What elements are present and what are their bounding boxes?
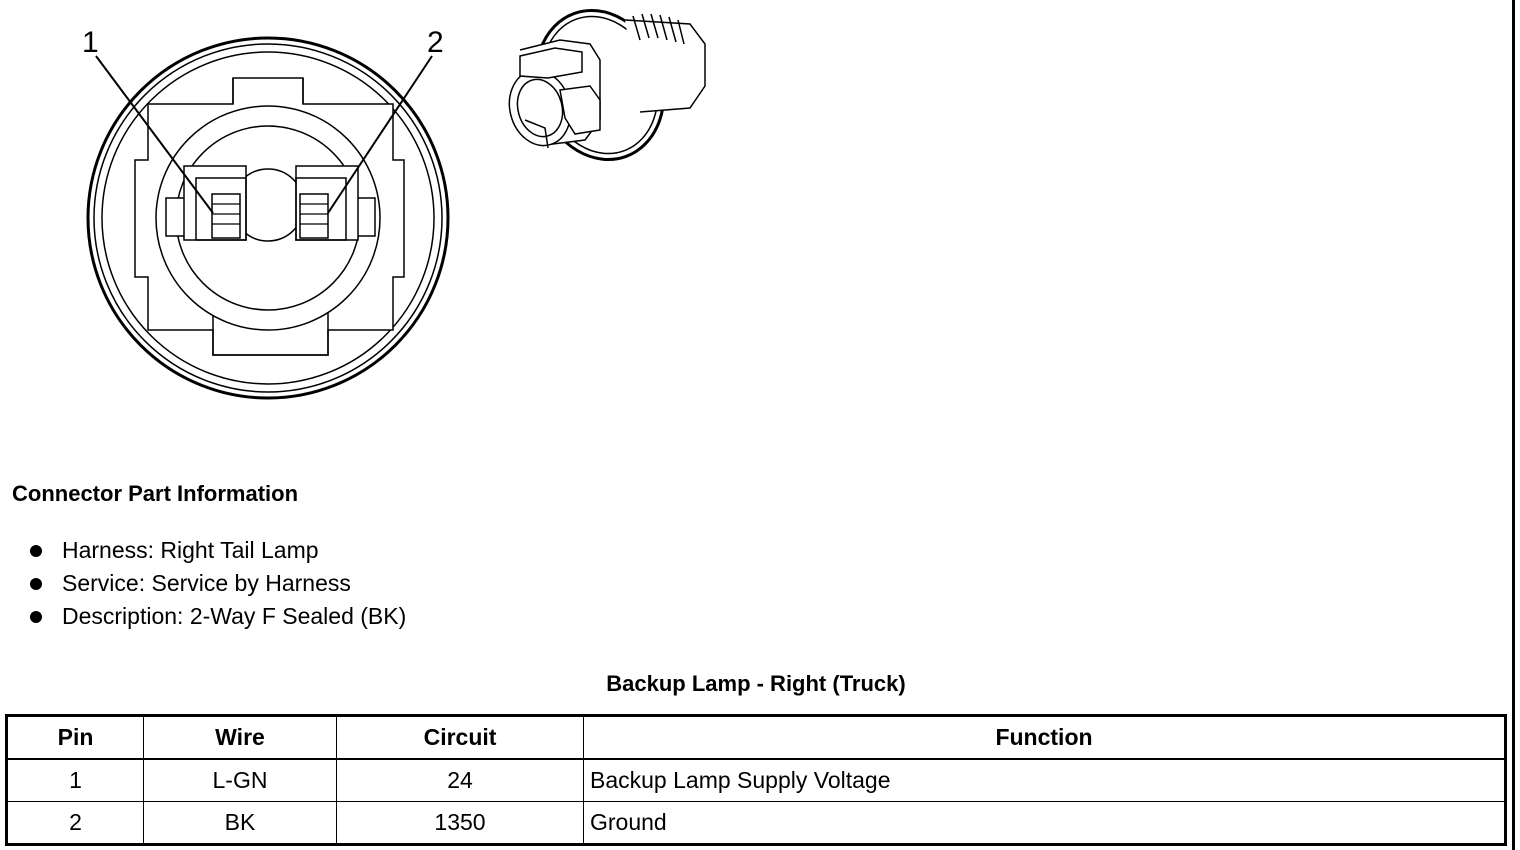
connector-isometric-view: [508, 9, 706, 161]
bullet-icon: [30, 544, 42, 557]
list-item: Service: Service by Harness: [30, 567, 406, 600]
pin-1-callout: 1: [82, 26, 99, 59]
list-item: Harness: Right Tail Lamp: [30, 534, 406, 567]
connector-info-list: Harness: Right Tail Lamp Service: Servic…: [30, 534, 406, 633]
bullet-icon: [30, 610, 42, 623]
pinout-table: Pin Wire Circuit Function 1 L-GN 24 Back…: [5, 714, 1507, 846]
cell-circuit: 1350: [336, 801, 584, 845]
header-pin: Pin: [6, 715, 144, 760]
cell-pin: 1: [6, 758, 144, 802]
connector-diagram: 1 2: [82, 9, 706, 400]
table-row: 2 BK 1350 Ground: [6, 801, 1506, 845]
page-border-rule: [1512, 0, 1515, 850]
cell-wire: L-GN: [143, 758, 337, 802]
header-circuit: Circuit: [336, 715, 584, 760]
header-function: Function: [583, 715, 1506, 760]
header-wire: Wire: [143, 715, 337, 760]
table-title: Backup Lamp - Right (Truck): [606, 671, 906, 696]
connector-info-title: Connector Part Information: [12, 481, 299, 506]
cell-function: Ground: [583, 801, 1506, 845]
table-header-row: Pin Wire Circuit Function: [6, 715, 1506, 760]
bullet-icon: [30, 577, 42, 590]
service-info: Service: Service by Harness: [62, 570, 351, 596]
pin-2-callout: 2: [427, 26, 444, 59]
pin-leader-lines: [95, 55, 433, 214]
cell-function: Backup Lamp Supply Voltage: [583, 758, 1506, 802]
connector-face-view: [86, 36, 450, 400]
description-info: Description: 2-Way F Sealed (BK): [62, 603, 407, 629]
list-item: Description: 2-Way F Sealed (BK): [30, 600, 406, 633]
cell-wire: BK: [143, 801, 337, 845]
table-row: 1 L-GN 24 Backup Lamp Supply Voltage: [6, 758, 1506, 802]
cell-circuit: 24: [336, 758, 584, 802]
harness-info: Harness: Right Tail Lamp: [62, 537, 319, 563]
cell-pin: 2: [6, 801, 144, 845]
